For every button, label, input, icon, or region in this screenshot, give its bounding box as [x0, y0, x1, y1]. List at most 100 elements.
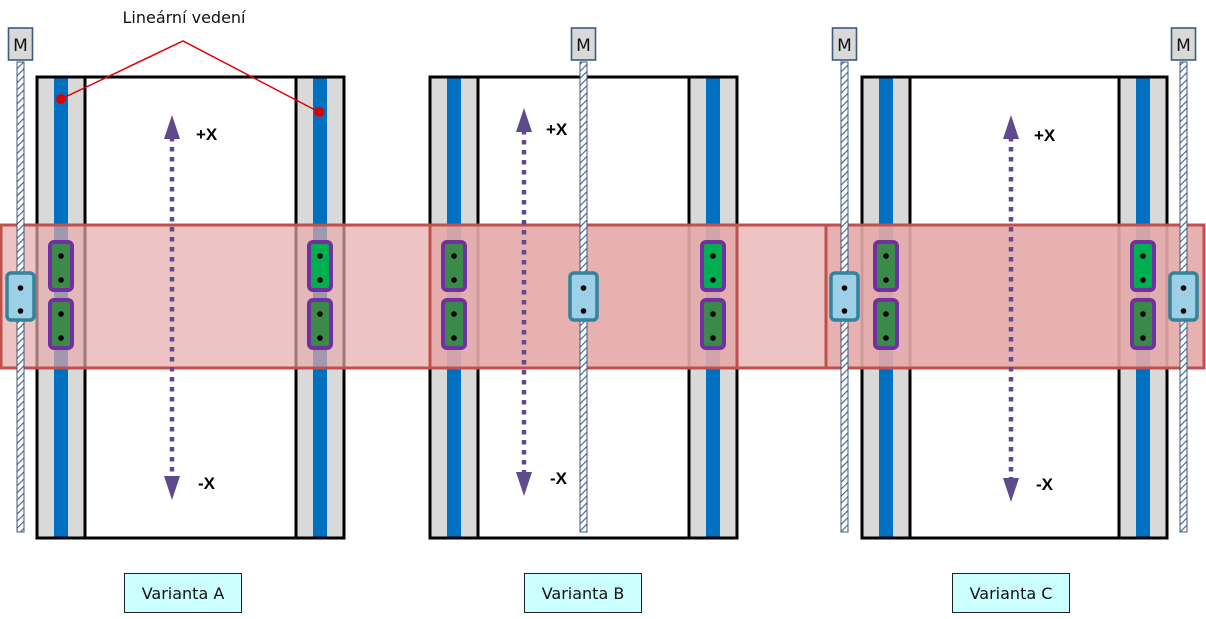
carriage — [700, 240, 726, 292]
bolt — [580, 285, 587, 291]
carriage — [48, 240, 74, 292]
carriage — [307, 298, 333, 350]
bolt — [451, 311, 457, 317]
bolt — [451, 335, 457, 341]
screw-nut — [829, 271, 860, 322]
arrow-head-up — [516, 108, 532, 132]
bolt — [883, 335, 889, 341]
bolt — [317, 335, 323, 341]
motor: M — [831, 27, 858, 61]
axis-label-plus: +X — [196, 125, 218, 144]
leader-dot-right — [314, 107, 324, 117]
nut-block — [829, 271, 860, 322]
nut-block — [568, 271, 599, 322]
axis-label-minus: -X — [550, 469, 568, 488]
motor-label: M — [576, 36, 591, 56]
bolt — [58, 277, 64, 283]
bolt — [883, 311, 889, 317]
motor-label: M — [13, 36, 28, 56]
axis-label-minus: -X — [198, 474, 216, 493]
carriage-block — [48, 298, 74, 350]
bolt — [1140, 311, 1146, 317]
motor: M — [1170, 27, 1197, 61]
screw-nut — [568, 271, 599, 322]
caption-variant-c: Varianta C — [952, 573, 1070, 613]
bolt — [841, 308, 848, 314]
carriage-block — [307, 240, 333, 292]
axis-label-minus: -X — [1036, 475, 1054, 494]
motor-box — [831, 27, 858, 61]
axis-label-plus: +X — [546, 120, 568, 139]
bolt — [1140, 277, 1146, 283]
carriage-block — [873, 298, 899, 350]
motor-label: M — [1176, 36, 1191, 56]
ball-screw-left: M — [829, 27, 860, 533]
carriage — [1130, 298, 1156, 350]
bolt — [710, 335, 716, 341]
ball-screw-center: M — [568, 27, 599, 533]
carriage-block — [1130, 240, 1156, 292]
bolt — [317, 311, 323, 317]
nut-block — [1168, 271, 1199, 322]
carriage-block — [48, 240, 74, 292]
bolt — [841, 285, 848, 291]
bolt — [883, 253, 889, 259]
linear-guide-label: Lineární vedení — [122, 8, 246, 27]
carriage — [700, 298, 726, 350]
arrow-head-down — [1003, 478, 1019, 502]
caption-variant-b: Varianta B — [524, 573, 642, 613]
bolt — [17, 308, 24, 314]
axis-arrow: +X -X — [516, 108, 568, 496]
ball-screw-right: M — [1168, 27, 1199, 533]
bolt — [580, 308, 587, 314]
bolt — [451, 277, 457, 283]
carriage-block — [873, 240, 899, 292]
axis-arrow: +X -X — [164, 115, 218, 500]
carriage-block — [700, 298, 726, 350]
arrow-head-down — [516, 472, 532, 496]
bolt — [317, 253, 323, 259]
bolt — [451, 253, 457, 259]
ball-screw-left: M — [5, 27, 36, 533]
axis-arrow: +X -X — [1003, 115, 1056, 502]
carriage — [441, 298, 467, 350]
bolt — [58, 253, 64, 259]
arrow-head-up — [164, 115, 180, 139]
carriage-block — [307, 298, 333, 350]
bolt — [710, 311, 716, 317]
carriage-block — [441, 298, 467, 350]
bolt — [58, 311, 64, 317]
bolt — [710, 253, 716, 259]
bolt — [58, 335, 64, 341]
caption-variant-a: Varianta A — [124, 573, 242, 613]
nut-block — [5, 271, 36, 322]
motor-box — [7, 27, 34, 61]
carriage — [873, 240, 899, 292]
carriage-block — [700, 240, 726, 292]
motor: M — [7, 27, 34, 61]
carriage-block — [441, 240, 467, 292]
motor-label: M — [837, 36, 852, 56]
axis-label-plus: +X — [1034, 126, 1056, 145]
bolt — [1140, 335, 1146, 341]
leader-dot-left — [56, 94, 66, 104]
motor-box — [570, 27, 597, 61]
motor-box — [1170, 27, 1197, 61]
leader-line — [60, 40, 320, 113]
motor: M — [570, 27, 597, 61]
bolt — [883, 277, 889, 283]
bolt — [1140, 253, 1146, 259]
carriage — [48, 298, 74, 350]
linear-guide-leader — [56, 40, 324, 117]
bolt — [17, 285, 24, 291]
bolt — [1180, 285, 1187, 291]
arrow-head-up — [1003, 115, 1019, 139]
carriage — [1130, 240, 1156, 292]
carriage — [307, 240, 333, 292]
carriage — [873, 298, 899, 350]
arrow-head-down — [164, 476, 180, 500]
bolt — [710, 277, 716, 283]
carriage-block — [1130, 298, 1156, 350]
bolt — [317, 277, 323, 283]
